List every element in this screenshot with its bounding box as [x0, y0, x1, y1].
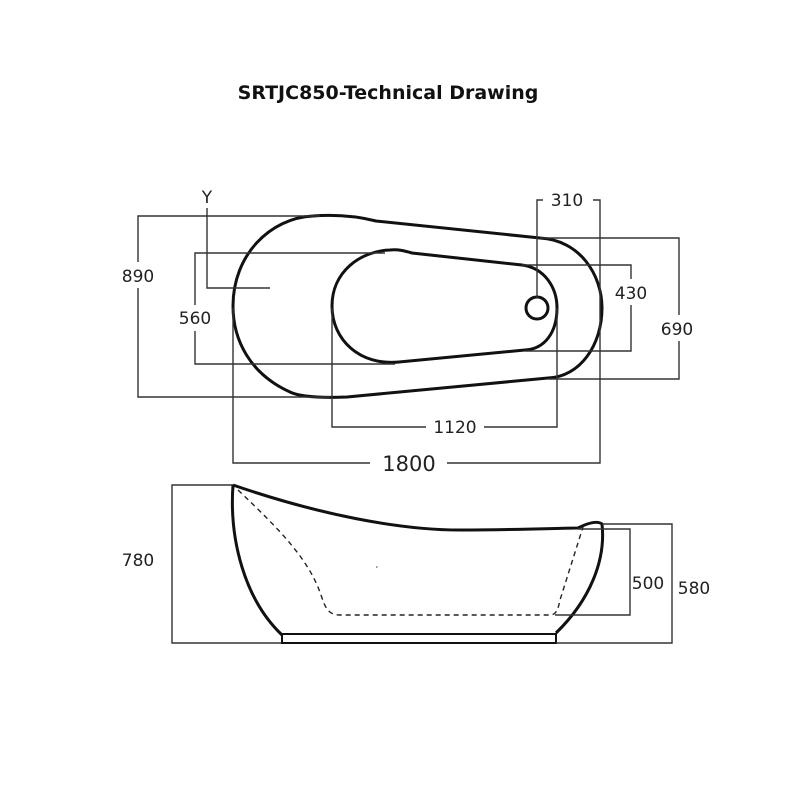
tub-outer-outline	[231, 213, 604, 399]
dim-580-label: 580	[678, 579, 710, 599]
drawing-title: SRTJC850-Technical Drawing	[238, 82, 539, 104]
dim-780-line	[171, 484, 282, 644]
dim-560-line-bottom	[194, 331, 395, 365]
dim-690-line-top	[540, 237, 680, 315]
drain-hole	[524, 295, 550, 321]
dim-580-line	[556, 523, 673, 644]
y-axis-label: Y	[201, 188, 213, 208]
dim-890-line-top	[137, 215, 320, 262]
dim-1800-line-left	[232, 308, 370, 464]
dim-1120-label: 1120	[433, 418, 476, 438]
dim-310-label: 310	[551, 191, 583, 211]
dim-310-line	[536, 199, 543, 298]
dim-1800-line-right	[447, 199, 601, 464]
tub-inner-outline	[330, 248, 559, 364]
dim-500-line	[555, 528, 631, 616]
dim-690-line-bottom	[548, 341, 680, 380]
center-mark	[376, 566, 378, 568]
dim-430-line-top	[522, 264, 632, 279]
dim-1120-line-left	[331, 308, 426, 428]
dim-430-label: 430	[615, 284, 647, 304]
dim-690-label: 690	[661, 320, 693, 340]
top-view: Y 890 560 1120 1800 310 430 690	[122, 188, 693, 476]
tub-side-outline	[230, 483, 605, 637]
dim-890-line-bottom	[137, 288, 330, 398]
dim-1120-line-right	[484, 308, 558, 428]
dim-780-label: 780	[122, 551, 154, 571]
tub-base-plinth	[281, 633, 557, 644]
dim-430-line-bottom	[525, 305, 632, 352]
dim-560-label: 560	[179, 309, 211, 329]
dim-560-line-top	[194, 252, 385, 305]
dim-890-label: 890	[122, 267, 154, 287]
tub-inner-depth-dashed	[237, 489, 584, 616]
y-axis-line	[206, 208, 270, 289]
dim-1800-label: 1800	[382, 452, 435, 476]
side-view: 780 500 580	[122, 483, 710, 644]
dim-500-label: 500	[632, 574, 664, 594]
